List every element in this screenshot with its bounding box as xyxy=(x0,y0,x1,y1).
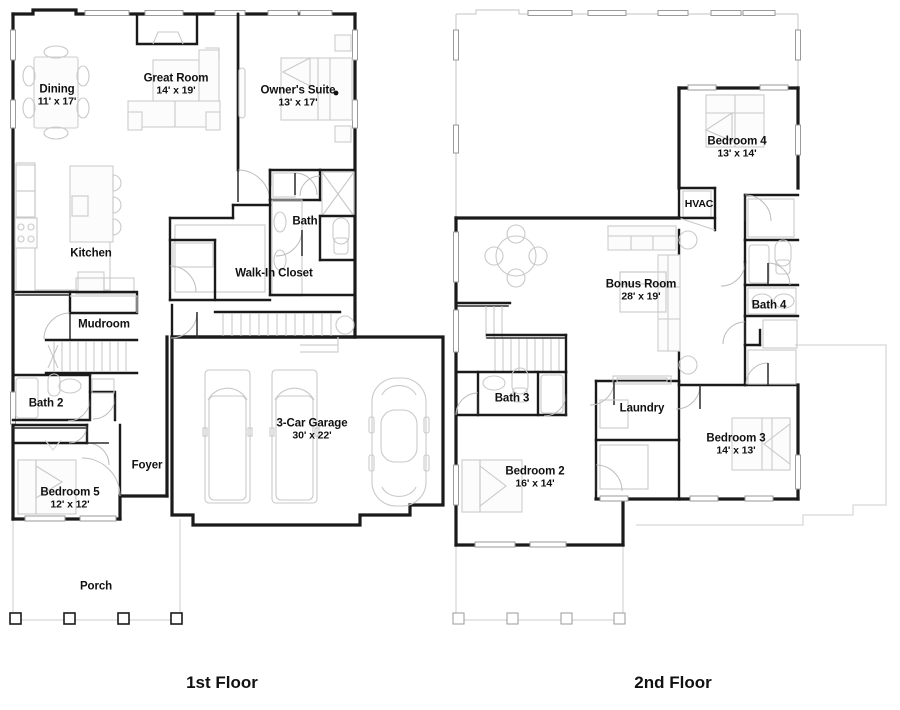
laundry-room xyxy=(589,375,681,501)
porch-column xyxy=(63,612,76,625)
porch-column xyxy=(117,612,130,625)
porch-outline xyxy=(9,519,183,625)
floor1-stairs xyxy=(44,338,139,375)
bedroom-2 xyxy=(454,459,681,548)
owners-suite-furniture xyxy=(280,34,353,143)
floor2-stairs xyxy=(456,301,568,374)
bonus-room xyxy=(453,216,698,547)
kitchen-fixtures xyxy=(14,162,135,295)
floor2-ghost-outline xyxy=(453,9,801,218)
bath-3-fixtures xyxy=(454,367,568,417)
floor1-main-stairs xyxy=(170,303,355,353)
bath-4-area xyxy=(720,193,800,387)
floor-2-drawing xyxy=(452,9,887,625)
hvac-closet xyxy=(677,186,717,232)
owner-bath-walls xyxy=(168,168,357,302)
floor1-windows xyxy=(10,10,358,522)
floor2-garage-ghost xyxy=(636,344,887,526)
floor2-porch-ghost xyxy=(452,545,626,625)
garage-cars xyxy=(202,369,430,507)
porch-column xyxy=(9,612,22,625)
porch-column xyxy=(170,612,183,625)
dining-furniture xyxy=(22,45,90,140)
bedroom-5-furniture xyxy=(17,459,77,515)
bedroom-4 xyxy=(677,84,801,190)
great-room-furniture xyxy=(127,12,246,172)
foyer-hall-walls xyxy=(11,423,122,498)
bath-2-fixtures xyxy=(11,373,117,422)
bedroom-3 xyxy=(675,383,801,502)
mudroom-walls xyxy=(11,290,139,340)
floor-1-drawing xyxy=(9,8,445,625)
